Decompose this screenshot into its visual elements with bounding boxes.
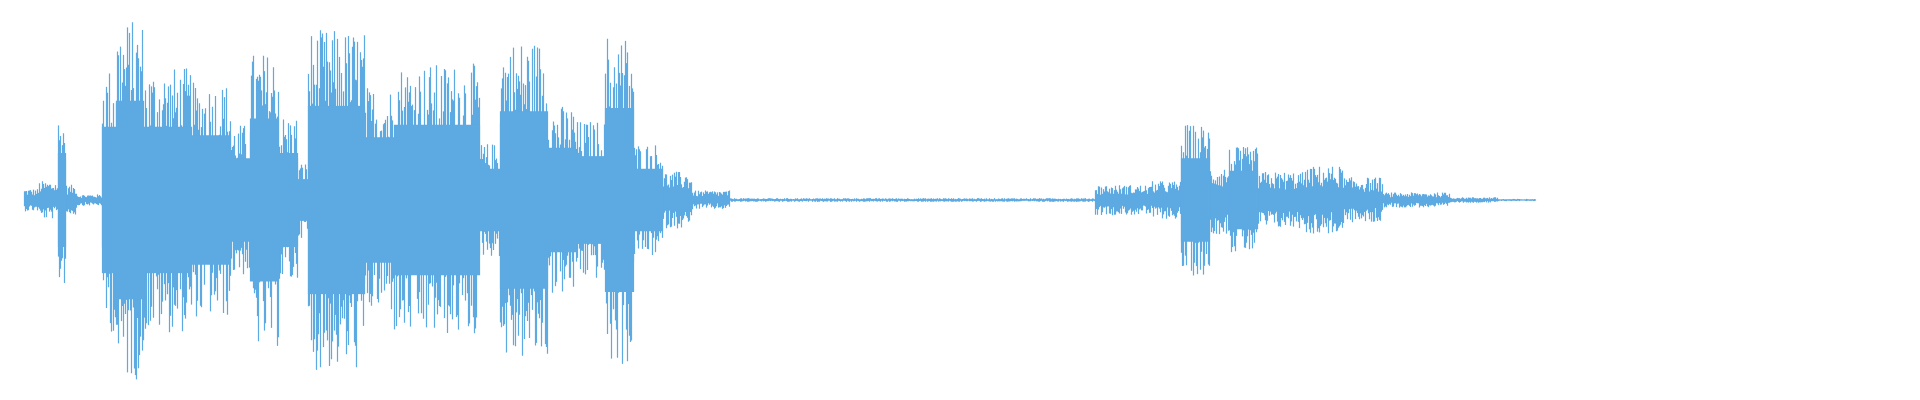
- waveform-core-path: [57, 100, 1259, 300]
- waveform-bars: [23, 22, 1537, 380]
